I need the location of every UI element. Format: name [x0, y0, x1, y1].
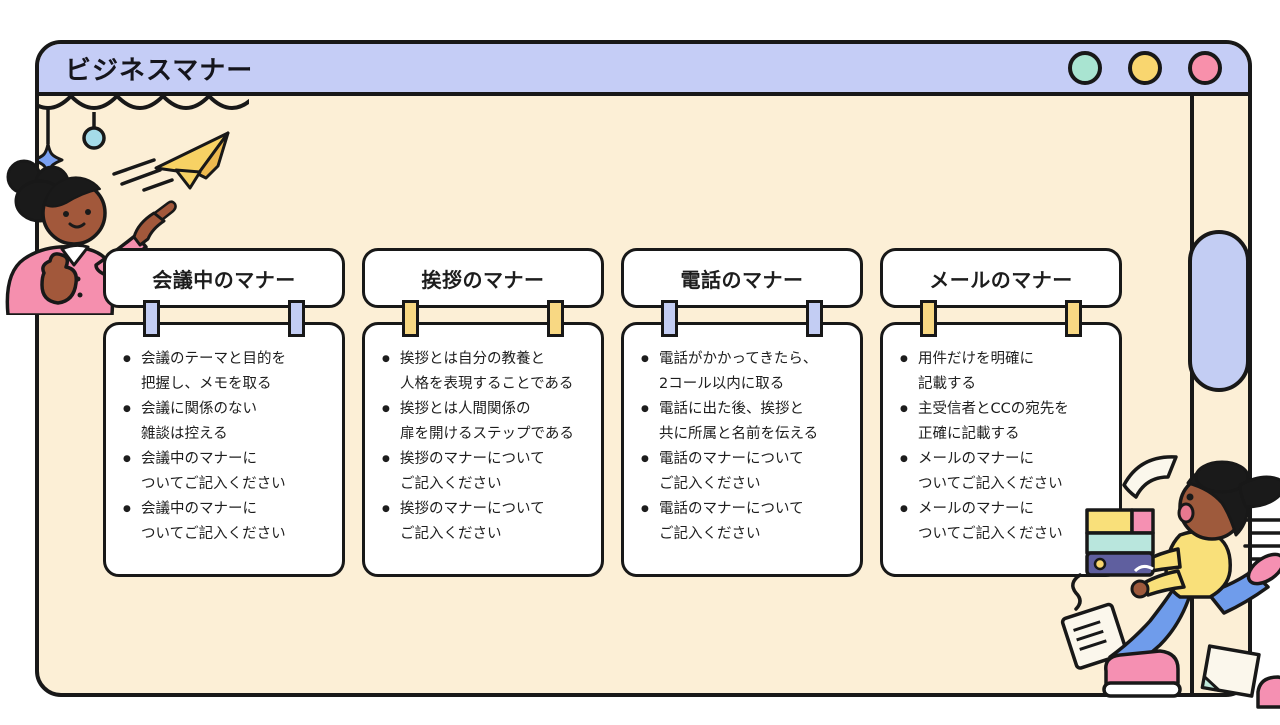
app-window: ビジネスマナー 会議中のマナー 会議のテーマと目的を 把握し、メモを取る会議に関…	[35, 40, 1252, 697]
card-connector	[920, 300, 937, 337]
card-header[interactable]: 挨拶のマナー	[362, 248, 604, 308]
card-title: 挨拶のマナー	[421, 267, 545, 292]
bullet-item: 挨拶とは人間関係の 扉を開けるステップである	[381, 397, 589, 447]
bullet-item: 主受信者とCCの宛先を 正確に記載する	[899, 397, 1107, 447]
bullet-item: 挨拶とは自分の教養と 人格を表現することである	[381, 347, 589, 397]
window-button-pink[interactable]	[1188, 51, 1222, 85]
manner-card: メールのマナー 用件だけを明確に 記載する主受信者とCCの宛先を 正確に記載する…	[880, 248, 1122, 577]
cards-row: 会議中のマナー 会議のテーマと目的を 把握し、メモを取る会議に関係のない 雑談は…	[103, 248, 1122, 577]
card-bullet-list: 電話がかかってきたら、 2コール以内に取る電話に出た後、挨拶と 共に所属と名前を…	[640, 347, 848, 547]
bullet-item: 電話がかかってきたら、 2コール以内に取る	[640, 347, 848, 397]
bullet-item: 用件だけを明確に 記載する	[899, 347, 1107, 397]
bullet-item: メールのマナーに ついてご記入ください	[899, 497, 1107, 547]
bullet-item: 挨拶のマナーについて ご記入ください	[381, 447, 589, 497]
card-title: メールのマナー	[929, 267, 1073, 292]
card-connector	[806, 300, 823, 337]
bullet-item: 電話のマナーについて ご記入ください	[640, 447, 848, 497]
card-header[interactable]: メールのマナー	[880, 248, 1122, 308]
card-connector	[143, 300, 160, 337]
manner-card: 会議中のマナー 会議のテーマと目的を 把握し、メモを取る会議に関係のない 雑談は…	[103, 248, 345, 577]
card-header[interactable]: 会議中のマナー	[103, 248, 345, 308]
card-body[interactable]: 挨拶とは自分の教養と 人格を表現することである挨拶とは人間関係の 扉を開けるステ…	[362, 322, 604, 577]
window-title: ビジネスマナー	[65, 55, 254, 86]
bullet-item: メールのマナーに ついてご記入ください	[899, 447, 1107, 497]
scrollbar-thumb[interactable]	[1188, 230, 1250, 392]
card-title: 電話のマナー	[680, 267, 804, 292]
window-buttons	[1068, 51, 1222, 85]
manner-card: 挨拶のマナー 挨拶とは自分の教養と 人格を表現することである挨拶とは人間関係の …	[362, 248, 604, 577]
bullet-item: 電話のマナーについて ご記入ください	[640, 497, 848, 547]
bullet-item: 会議中のマナーに ついてご記入ください	[122, 447, 330, 497]
scrollbar-track	[1190, 96, 1194, 693]
card-connector	[1065, 300, 1082, 337]
card-bullet-list: 会議のテーマと目的を 把握し、メモを取る会議に関係のない 雑談は控える会議中のマ…	[122, 347, 330, 547]
window-button-teal[interactable]	[1068, 51, 1102, 85]
card-header[interactable]: 電話のマナー	[621, 248, 863, 308]
titlebar: ビジネスマナー	[39, 44, 1248, 96]
window-button-yellow[interactable]	[1128, 51, 1162, 85]
bullet-item: 挨拶のマナーについて ご記入ください	[381, 497, 589, 547]
card-title: 会議中のマナー	[152, 267, 296, 292]
card-body[interactable]: 会議のテーマと目的を 把握し、メモを取る会議に関係のない 雑談は控える会議中のマ…	[103, 322, 345, 577]
bullet-item: 会議のテーマと目的を 把握し、メモを取る	[122, 347, 330, 397]
card-body[interactable]: 用件だけを明確に 記載する主受信者とCCの宛先を 正確に記載するメールのマナーに…	[880, 322, 1122, 577]
bullet-item: 会議に関係のない 雑談は控える	[122, 397, 330, 447]
card-bullet-list: 用件だけを明確に 記載する主受信者とCCの宛先を 正確に記載するメールのマナーに…	[899, 347, 1107, 547]
card-connector	[661, 300, 678, 337]
card-bullet-list: 挨拶とは自分の教養と 人格を表現することである挨拶とは人間関係の 扉を開けるステ…	[381, 347, 589, 547]
card-connector	[288, 300, 305, 337]
bullet-item: 会議中のマナーに ついてご記入ください	[122, 497, 330, 547]
manner-card: 電話のマナー 電話がかかってきたら、 2コール以内に取る電話に出た後、挨拶と 共…	[621, 248, 863, 577]
bullet-item: 電話に出た後、挨拶と 共に所属と名前を伝える	[640, 397, 848, 447]
card-body[interactable]: 電話がかかってきたら、 2コール以内に取る電話に出た後、挨拶と 共に所属と名前を…	[621, 322, 863, 577]
card-connector	[402, 300, 419, 337]
card-connector	[547, 300, 564, 337]
